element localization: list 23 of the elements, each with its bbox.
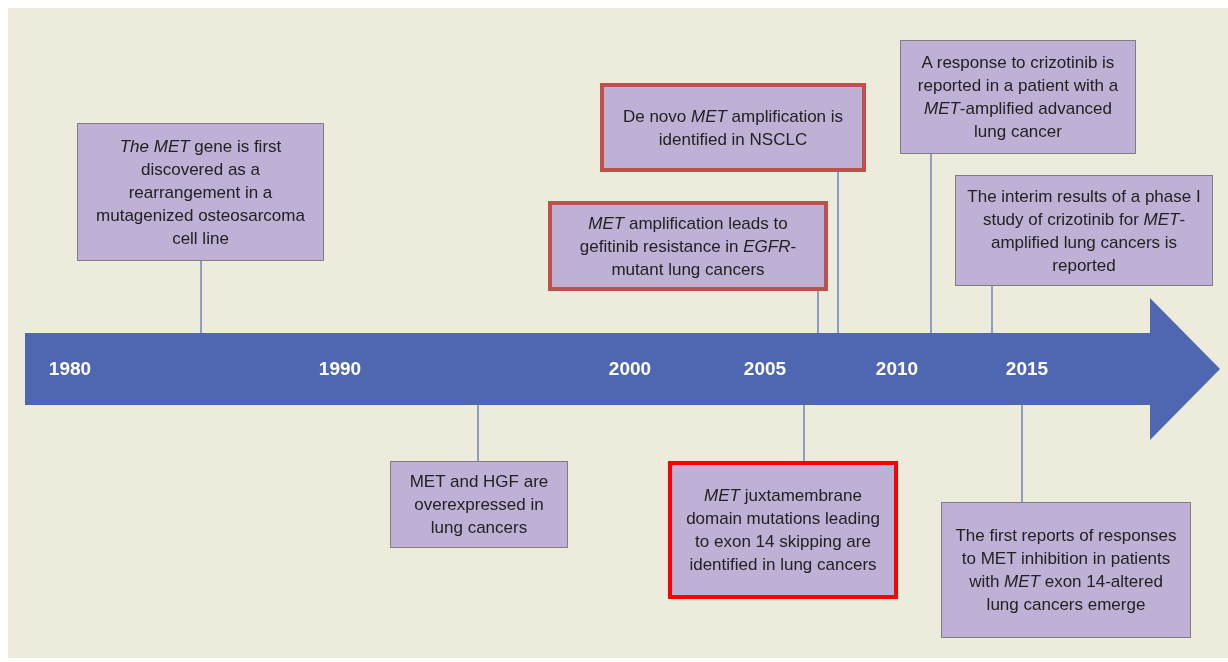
timeline-arrow — [25, 298, 1220, 440]
event-box: The interim results of a phase I study of crizotinib for MET-amplified lung cancers is reported — [955, 175, 1213, 286]
year-label: 1990 — [318, 358, 362, 380]
year-label: 2010 — [875, 358, 919, 380]
leader-line — [200, 260, 202, 334]
event-box: De novo MET amplification is identified in NSCLC — [600, 83, 866, 172]
event-box: The MET gene is first discovered as a rearrangement in a mutagenized osteosarcoma cell line — [77, 123, 324, 261]
event-box: MET amplification leads to gefitinib resistance in EGFR-mutant lung cancers — [548, 201, 828, 291]
leader-line — [1021, 404, 1023, 503]
leader-line — [477, 404, 479, 462]
event-box: A response to crizotinib is reported in a patient with a MET-amplified advanced lung cancer — [900, 40, 1136, 154]
leader-line — [803, 404, 805, 462]
event-box: MET juxtamembrane domain mutations leading to exon 14 skipping are identified in lung cancers — [668, 461, 898, 599]
event-box: MET and HGF are overexpressed in lung cancers — [390, 461, 568, 548]
year-label: 2000 — [608, 358, 652, 380]
year-label: 1980 — [48, 358, 92, 380]
year-label: 2005 — [743, 358, 787, 380]
leader-line — [991, 285, 993, 334]
event-box: The first reports of responses to MET inhibition in patients with MET exon 14-altered lung cancers emerge — [941, 502, 1191, 638]
leader-line — [837, 171, 839, 334]
year-label: 2015 — [1005, 358, 1049, 380]
leader-line — [817, 290, 819, 334]
leader-line — [930, 153, 932, 334]
